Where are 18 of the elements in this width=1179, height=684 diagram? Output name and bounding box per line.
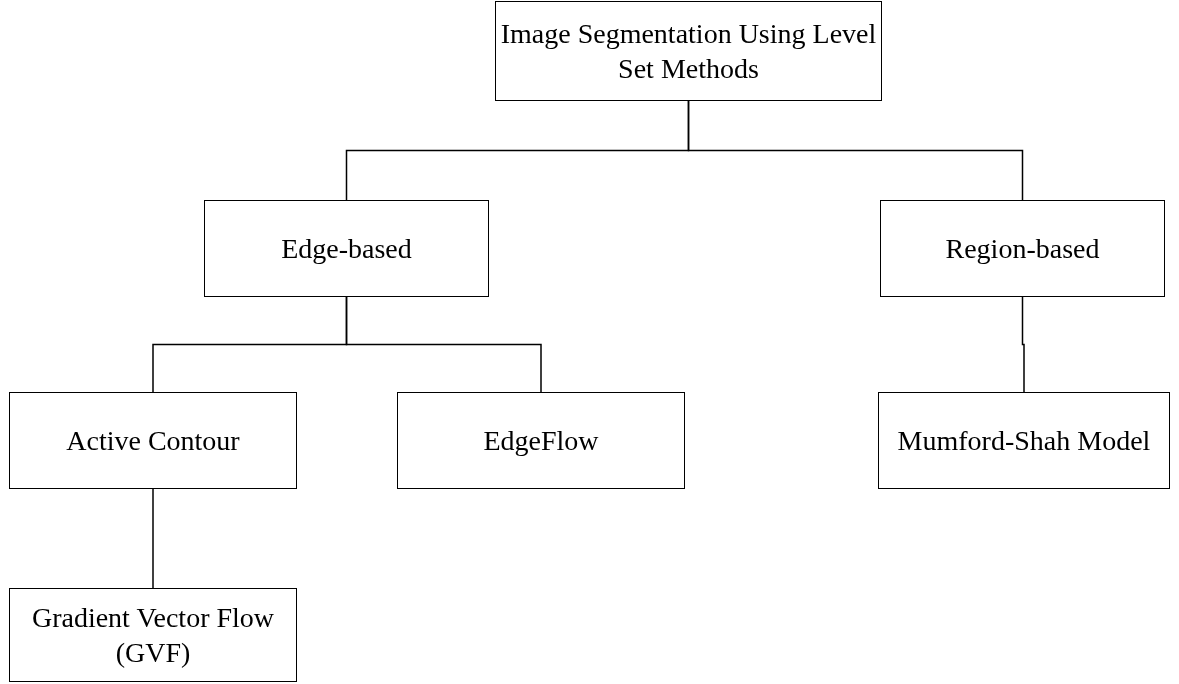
category-box [880,200,1165,297]
category-box [495,1,882,101]
node-label: Mumford-Shah Model [897,424,1151,458]
node-label: Gradient Vector Flow (GVF) [30,601,276,670]
node-label: Region-based [945,232,1100,266]
category-box [9,392,297,489]
node-label: Edge-based [281,232,412,266]
node-label: EdgeFlow [483,424,599,458]
connector-line [345,296,542,393]
category-box [878,392,1170,489]
node-label: Active Contour [66,424,240,458]
category-box [9,588,297,682]
category-box [204,200,489,297]
node-label: Image Segmentation Using Level Set Methods [499,17,878,86]
connector-line [1021,296,1025,393]
category-box [397,392,685,489]
connector-line [687,100,1024,201]
connector-line [152,488,154,589]
